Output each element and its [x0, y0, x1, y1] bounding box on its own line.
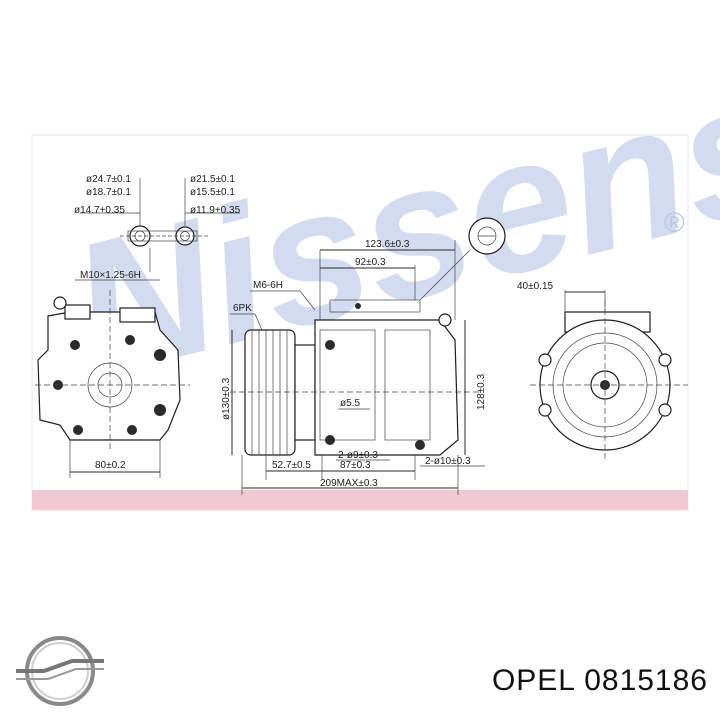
- dim-length-c: 52.7±0.5: [272, 460, 311, 471]
- dim-width-right: 40±0.15: [517, 281, 554, 292]
- color-band: [32, 490, 688, 510]
- opel-logo: [16, 636, 104, 706]
- dim-length-d: 87±0.3: [340, 460, 371, 471]
- dim-hole-small: ø5.5: [340, 398, 360, 409]
- dim-port-a-inner: ø14.7+0.35: [74, 205, 125, 216]
- dim-port-b-inner: ø11.9+0.35: [190, 205, 241, 216]
- registered-mark: ®: [664, 207, 685, 238]
- dim-port-b-outer: ø21.5±0.1: [190, 174, 235, 185]
- dim-length-b: 92±0.3: [355, 257, 386, 268]
- port-detail: ø24.7±0.1 ø18.7±0.1 ø14.7+0.35 ø21.5±0.1…: [74, 174, 241, 281]
- dim-pulley-diameter: ø130±0.3: [221, 377, 232, 420]
- dim-length-a: 123.6±0.3: [365, 239, 410, 250]
- dim-port-a-outer: ø24.7±0.1: [86, 174, 131, 185]
- dim-pulley-grooves: 6PK: [233, 303, 252, 314]
- dim-holes-a: 2-ø9±0.3: [338, 450, 378, 461]
- port-cap-detail: [419, 217, 506, 301]
- dim-height: 128±0.3: [476, 373, 487, 410]
- front-view: 40±0.15: [517, 281, 688, 460]
- dim-holes-b: 2-ø10±0.3: [425, 456, 471, 467]
- left-end-view: 80±0.2: [35, 290, 190, 478]
- product-caption: OPEL 0815186: [491, 664, 708, 697]
- dim-port-b-mid: ø15.5±0.1: [190, 187, 235, 198]
- side-view: 123.6±0.3 92±0.3 M6-6H 6PK ø130±0.3 128±…: [221, 239, 487, 495]
- dim-thread: M10×1.25-6H: [80, 270, 141, 281]
- dim-overall-length: 209MAX±0.3: [320, 478, 378, 489]
- dim-port-a-mid: ø18.7±0.1: [86, 187, 131, 198]
- dim-width-left: 80±0.2: [95, 460, 126, 471]
- dim-bolt-thread: M6-6H: [253, 280, 283, 291]
